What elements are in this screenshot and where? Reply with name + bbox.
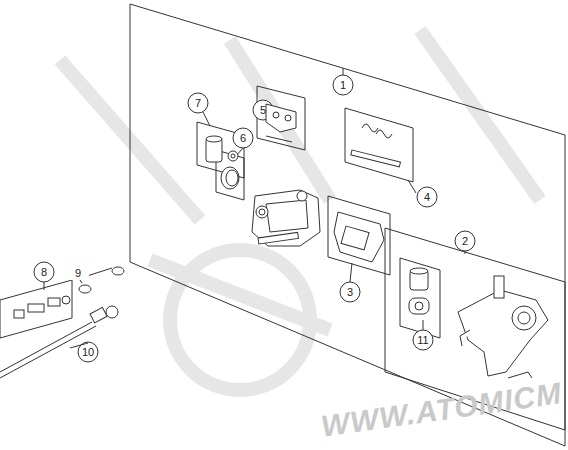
callout-number: 9 (67, 266, 89, 280)
callout-number: 10 (77, 345, 99, 359)
callout-number: 3 (339, 285, 361, 299)
callout-number: 5 (252, 103, 274, 117)
watermark: WWW.ATOMICM (319, 376, 564, 443)
callout-number: 2 (454, 234, 476, 248)
callout-number: 6 (232, 131, 254, 145)
callout-number: 1 (332, 78, 354, 92)
callout-number: 4 (416, 190, 438, 204)
callout-number: 7 (187, 96, 209, 110)
callout-number: 8 (33, 265, 55, 279)
callout-number: 11 (412, 333, 434, 347)
